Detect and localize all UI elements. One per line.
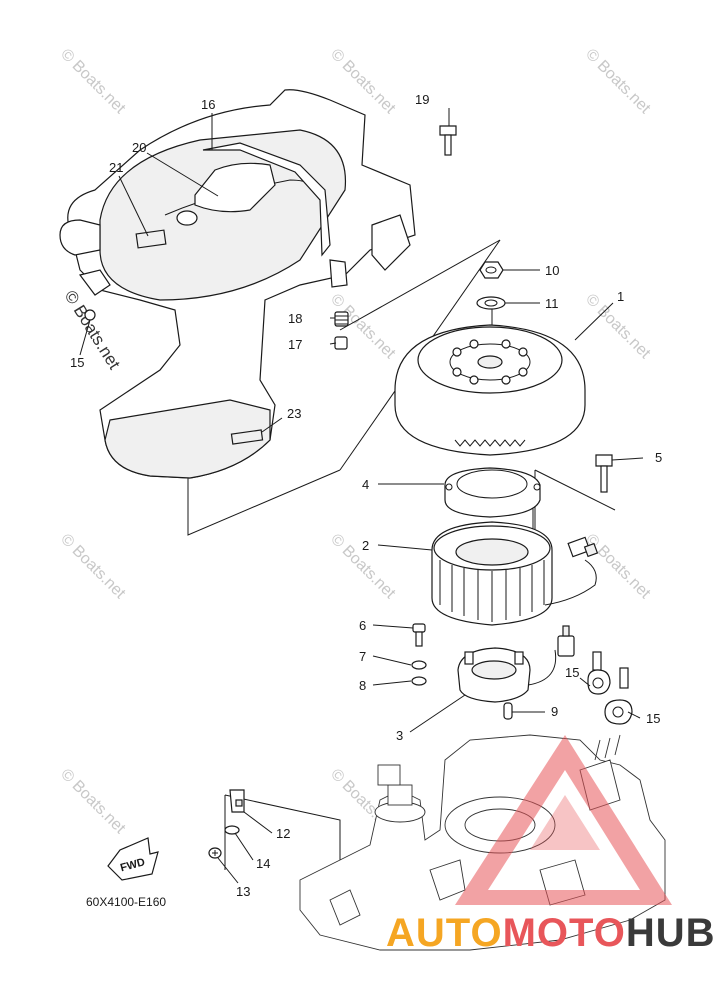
- screw-13: [208, 847, 222, 859]
- brand-auto: AUTO: [386, 911, 503, 955]
- callout-12: 12: [276, 826, 290, 841]
- brand-logo: AUTOMOTOHUB: [386, 735, 714, 955]
- callout-16: 16: [201, 97, 215, 112]
- watermark: © Boats.net: [57, 766, 129, 838]
- watermark: © Boats.net: [57, 531, 129, 603]
- svg-text:AUTOMOTOHUB: AUTOMOTOHUB: [386, 911, 714, 955]
- diagram-code: 60X4100-E160: [86, 895, 166, 909]
- callout-10: 10: [545, 263, 559, 278]
- screw-6: [412, 623, 426, 647]
- callout-6: 6: [359, 618, 366, 633]
- bolt-20: [439, 125, 457, 156]
- leader-lines: [79, 108, 644, 884]
- callout-18: 17: [288, 337, 302, 352]
- callout-15-b: 15: [646, 711, 660, 726]
- callout-5: 5: [655, 450, 662, 465]
- callout-9: 9: [551, 704, 558, 719]
- washer-8: [411, 676, 427, 686]
- clamp-15a: [587, 651, 611, 695]
- label-plate: [135, 229, 167, 249]
- washer-14: [224, 825, 240, 835]
- clamp-12: [229, 789, 245, 813]
- watermark: © Boats.net: [582, 46, 654, 118]
- callout-22: 21: [109, 160, 123, 175]
- collar-18: [334, 336, 348, 350]
- callout-4: 4: [362, 477, 369, 492]
- callout-17: 15: [70, 355, 84, 370]
- brand-hub: HUB: [626, 911, 714, 955]
- callouts: 16 20 21 19 10 11 1 18 17 15 23 5 4 2 6 …: [70, 92, 662, 899]
- callout-3: 3: [396, 728, 403, 743]
- watermark: © Boats.net: [57, 46, 129, 118]
- washer-11: [476, 296, 506, 310]
- brand-moto: MOTO: [503, 911, 626, 955]
- nut-10: [479, 261, 504, 279]
- pulser-coil-3: [457, 625, 575, 703]
- callout-19: 18: [288, 311, 302, 326]
- callout-11: 11: [545, 296, 559, 311]
- flywheel-cover: [59, 89, 416, 479]
- pin-9: [503, 702, 513, 720]
- callout-13: 13: [236, 884, 250, 899]
- spring-19: [334, 311, 349, 327]
- grommet-17: [84, 309, 96, 321]
- callout-7: 7: [359, 649, 366, 664]
- flywheel-1: [394, 324, 586, 456]
- clamp-15b: [604, 667, 633, 725]
- callout-21: 20: [132, 140, 146, 155]
- callout-2: 2: [362, 538, 369, 553]
- brand-triangle-icon: [455, 735, 672, 905]
- stator-2: [431, 521, 599, 626]
- callout-15-a: 15: [565, 665, 579, 680]
- callout-20: 19: [415, 92, 429, 107]
- bolt-5: [595, 454, 613, 493]
- watermark: © Boats.net: [327, 291, 399, 363]
- callout-8: 8: [359, 678, 366, 693]
- callout-1: 1: [617, 289, 624, 304]
- callout-23: 23: [287, 406, 301, 421]
- callout-14: 14: [256, 856, 270, 871]
- fwd-arrow-icon: FWD: [107, 837, 159, 881]
- stator-base-4: [444, 467, 541, 518]
- washer-7: [411, 660, 427, 670]
